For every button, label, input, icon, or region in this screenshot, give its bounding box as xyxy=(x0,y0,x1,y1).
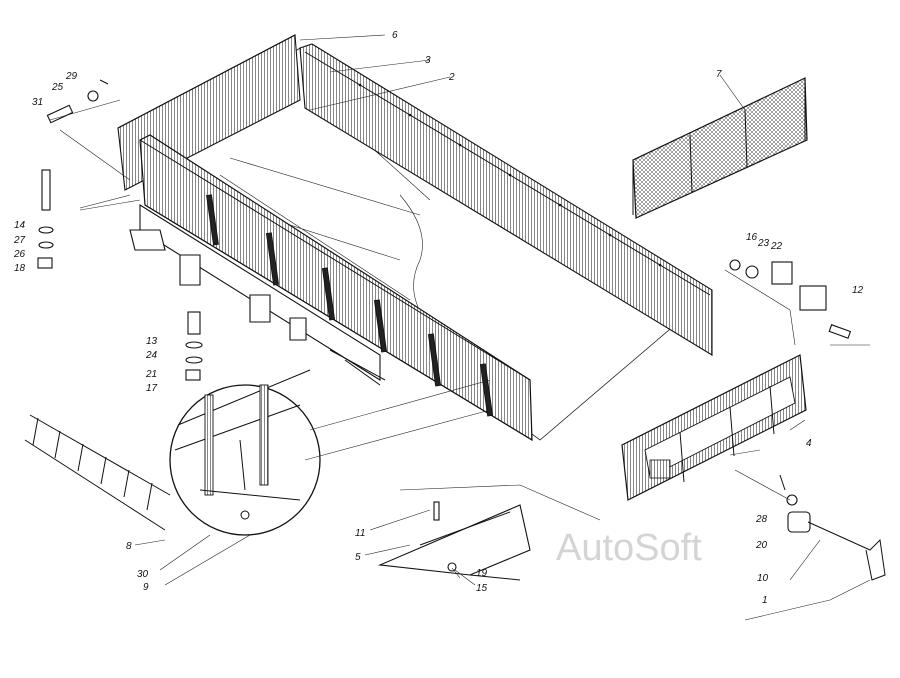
label-20: 20 xyxy=(755,540,768,551)
label-31: 31 xyxy=(32,97,43,108)
label-28: 28 xyxy=(755,514,768,525)
ladder xyxy=(24,414,171,531)
watermark: AutoSoft xyxy=(556,527,702,569)
label-25: 25 xyxy=(51,82,64,93)
label-21: 21 xyxy=(145,369,157,380)
label-16: 16 xyxy=(746,232,758,243)
lock-handle-assembly xyxy=(779,474,886,581)
label-17: 17 xyxy=(146,383,158,394)
label-1: 1 xyxy=(762,595,768,606)
far-long-side-panel xyxy=(299,43,713,356)
label-15: 15 xyxy=(476,583,488,594)
label-8: 8 xyxy=(126,541,132,552)
label-24: 24 xyxy=(145,350,158,361)
label-23: 23 xyxy=(757,238,770,249)
label-26: 26 xyxy=(13,249,26,260)
leader-lines xyxy=(49,34,871,621)
tailgate xyxy=(621,354,807,501)
platform-frame xyxy=(129,204,386,386)
label-5: 5 xyxy=(355,552,361,563)
part-labels: 6 3 2 7 29 25 31 14 27 26 18 16 23 22 12… xyxy=(13,30,864,606)
label-10: 10 xyxy=(757,573,769,584)
extension-grille xyxy=(632,77,808,219)
label-9: 9 xyxy=(143,582,149,593)
detail-magnifier xyxy=(159,369,491,586)
label-30: 30 xyxy=(137,569,149,580)
label-19: 19 xyxy=(476,568,488,579)
label-3: 3 xyxy=(425,55,431,66)
label-7: 7 xyxy=(716,69,722,80)
label-13: 13 xyxy=(146,336,158,347)
label-2: 2 xyxy=(448,72,455,83)
label-4: 4 xyxy=(806,438,812,449)
label-14: 14 xyxy=(14,220,26,231)
label-6: 6 xyxy=(392,30,398,41)
bracket-part xyxy=(377,501,531,581)
label-22: 22 xyxy=(770,241,783,252)
near-long-side-panel xyxy=(139,134,533,442)
label-27: 27 xyxy=(13,235,26,246)
fasteners xyxy=(37,79,852,381)
label-29: 29 xyxy=(65,71,78,82)
label-12: 12 xyxy=(852,285,864,296)
label-11: 11 xyxy=(355,528,365,539)
label-18: 18 xyxy=(14,263,26,274)
